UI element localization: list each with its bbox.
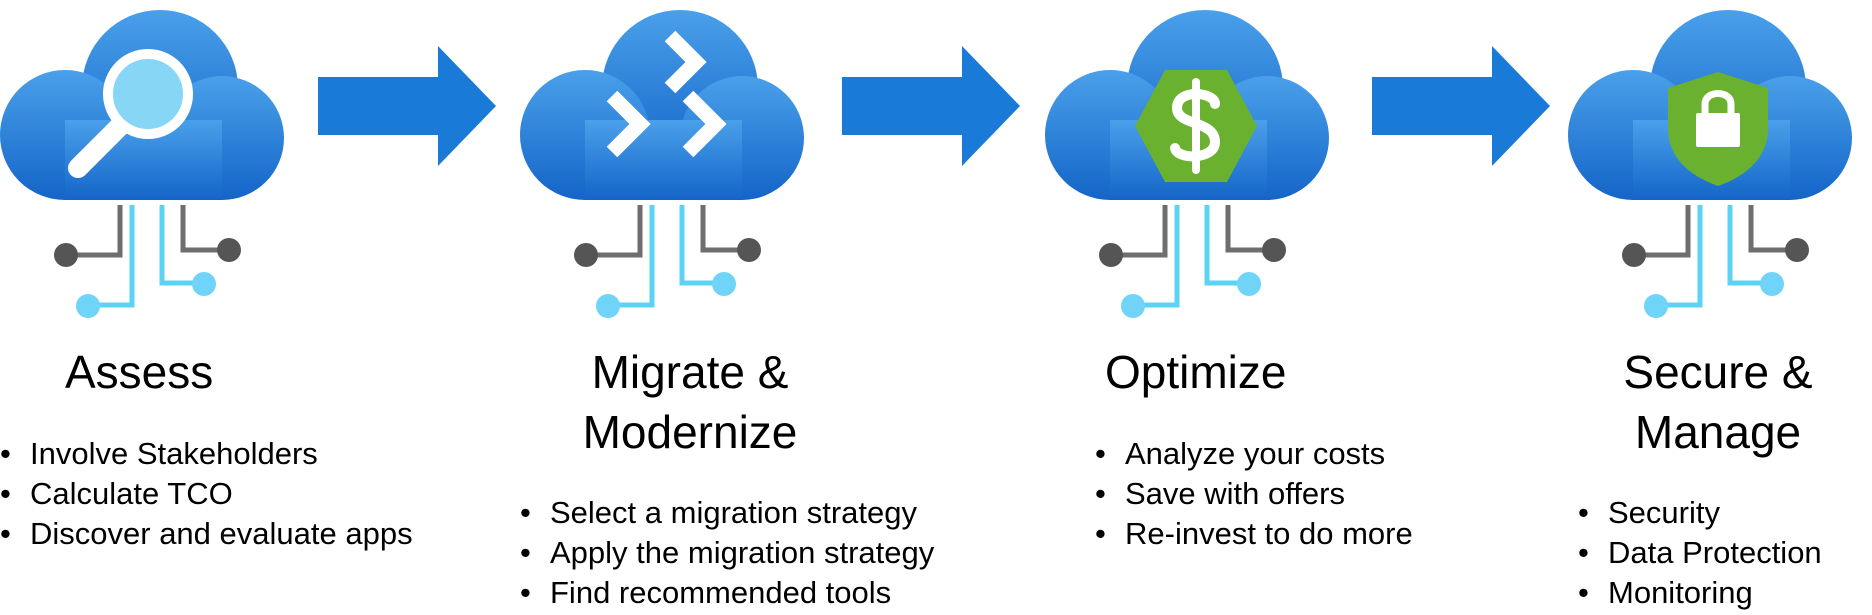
stage-title-line: Migrate & [591, 346, 789, 398]
arrow-migrate-to-optimize [842, 46, 1020, 166]
bullet-list: Security Data Protection Monitoring [1578, 493, 1822, 613]
list-item: Involve Stakeholders [0, 434, 413, 474]
stage-title: Secure & Manage [1568, 342, 1868, 462]
bullet-list: Select a migration strategy Apply the mi… [520, 493, 934, 613]
cloud-icon [520, 10, 804, 318]
bullet-list: Analyze your costs Save with offers Re-i… [1095, 434, 1413, 554]
stage-optimize: Optimize Analyze your costs Save with of… [1045, 0, 1413, 615]
list-item: Data Protection [1578, 533, 1822, 573]
bullet-list: Involve Stakeholders Calculate TCO Disco… [0, 434, 413, 554]
connector-lines [70, 205, 225, 308]
list-item: Find recommended tools [520, 573, 934, 613]
stage-title: Assess [65, 342, 213, 402]
stage-title-line: Modernize [582, 406, 798, 458]
list-item: Security [1578, 493, 1822, 533]
stage-title-line: Assess [65, 346, 214, 398]
cloud-icon [0, 10, 284, 318]
stage-secure-manage: Secure & Manage Security Data Protection… [1568, 0, 1872, 615]
list-item: Select a migration strategy [520, 493, 934, 533]
list-item: Save with offers [1095, 474, 1413, 514]
stage-title-line: Optimize [1105, 346, 1287, 398]
cloud-icon [1568, 10, 1852, 318]
list-item: Calculate TCO [0, 474, 413, 514]
stage-assess: Assess Involve Stakeholders Calculate TC… [0, 0, 413, 615]
stage-migrate-modernize: Migrate & Modernize Select a migration s… [520, 0, 934, 615]
list-item: Apply the migration strategy [520, 533, 934, 573]
dollar-icon [1135, 70, 1257, 182]
arrow-optimize-to-secure [1372, 46, 1550, 166]
cloud-icon [1045, 10, 1329, 318]
stage-title: Migrate & Modernize [555, 342, 825, 462]
list-item: Analyze your costs [1095, 434, 1413, 474]
stage-title: Optimize [1105, 342, 1286, 402]
shield-lock-icon [1668, 72, 1768, 186]
chevrons-icon [606, 30, 727, 158]
magnifier-icon [68, 49, 193, 178]
stage-title-line: Secure & [1623, 346, 1813, 398]
arrow-assess-to-migrate [318, 46, 496, 166]
list-item: Discover and evaluate apps [0, 514, 413, 554]
stage-title-line: Manage [1634, 406, 1802, 458]
list-item: Re-invest to do more [1095, 514, 1413, 554]
list-item: Monitoring [1578, 573, 1822, 613]
